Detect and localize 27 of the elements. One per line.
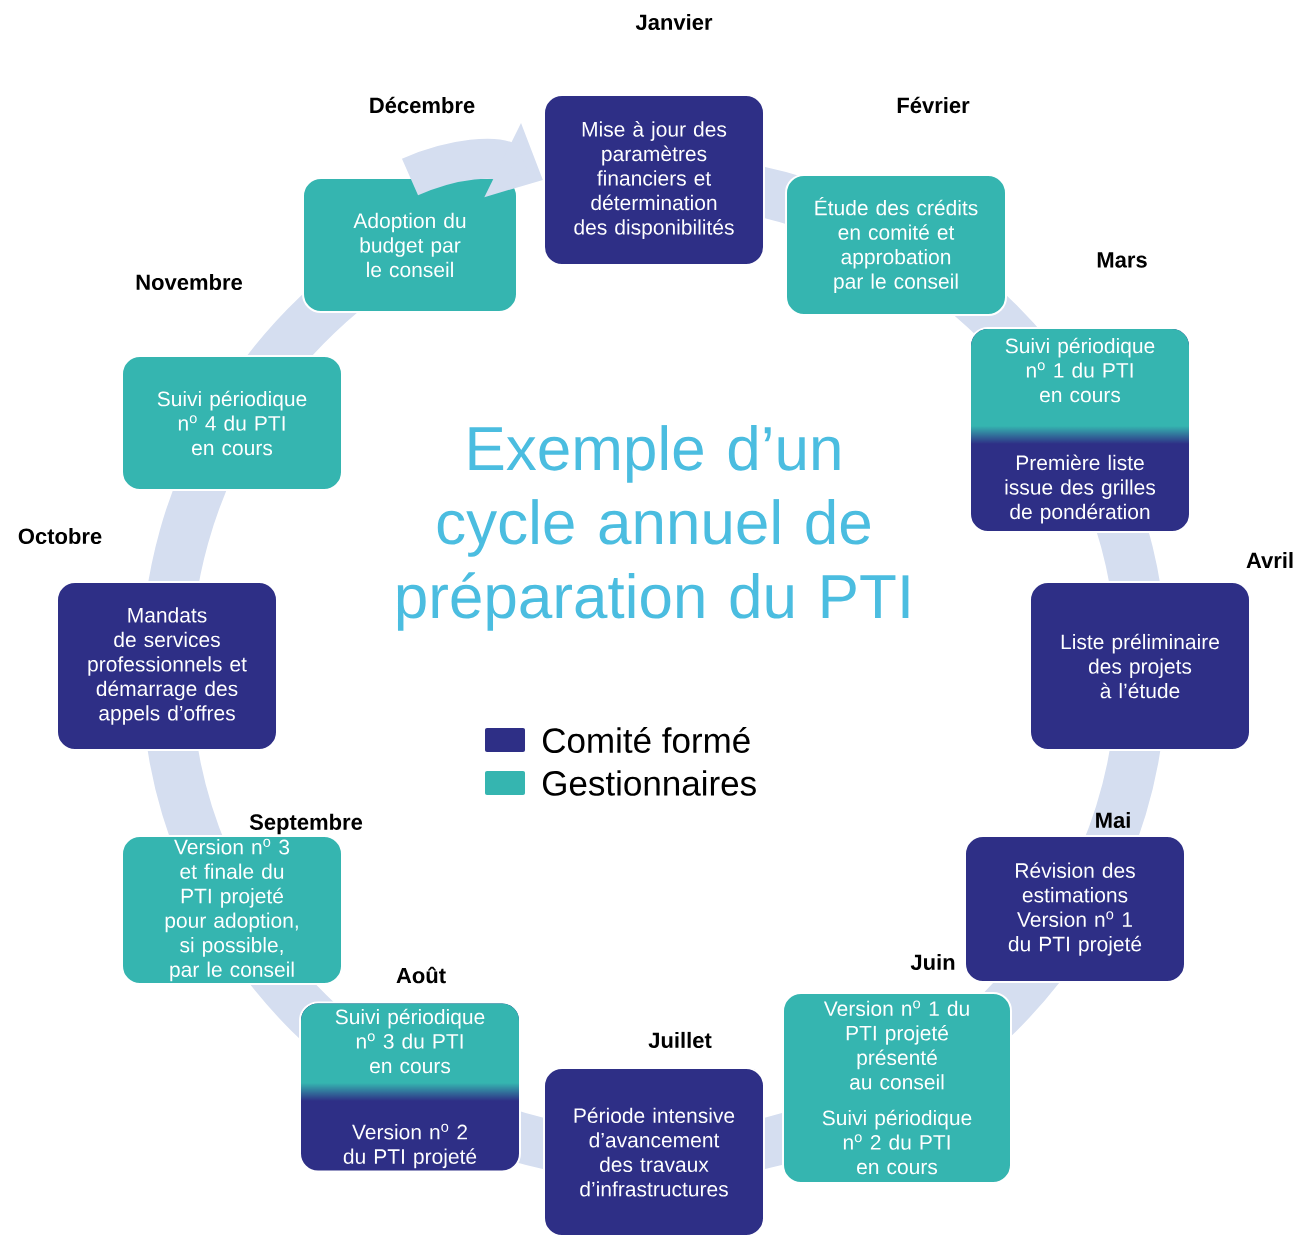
process-box: Adoption du budget par le conseil — [302, 177, 518, 313]
month-label: Décembre — [370, 96, 475, 114]
process-box: Mise à jour des paramètres financiers et détermination des disponibilités — [543, 94, 765, 266]
process-box: Mandats de services professionnels et démarrage des appels d’offres — [56, 581, 278, 751]
month-label: Avril — [1246, 552, 1293, 568]
month-label: Novembre — [136, 273, 243, 291]
legend-label: Comité formé — [543, 726, 750, 754]
process-box: Version n$^{o}$ 1 du PTI projeté présenté au conseil Suivi périodique n$^{o}$ 2 du PTI en cours — [782, 992, 1012, 1184]
process-box: Version n$^{o}$ 3 et finale du PTI projeté pour adoption, si possible, par le conseil — [121, 835, 343, 985]
month-label: Février — [897, 96, 970, 114]
month-label: Octobre — [18, 527, 102, 545]
process-box: Suivi périodique n$^{o}$ 3 du PTI en cours Version n$^{o}$ 2 du PTI projeté — [299, 1001, 521, 1173]
process-box: Suivi périodique n$^{o}$ 4 du PTI en cours — [121, 355, 343, 491]
month-label: Août — [396, 966, 446, 984]
legend-label: Gestionnaires — [542, 770, 756, 796]
month-label: Janvier — [635, 13, 713, 31]
process-box: Liste préliminaire des projets à l’étude — [1029, 581, 1251, 751]
process-box: Révision des estimations Version n$^{o}$ 1 du PTI projeté — [964, 835, 1186, 983]
month-label: Juin — [910, 953, 955, 971]
month-label: Mai — [1096, 811, 1130, 829]
month-label: Mars — [1097, 252, 1147, 268]
process-box: Période intensive d’avancement des travaux d’infrastructures — [543, 1067, 765, 1237]
diagram-title: Exemple d’un cycle annuel de préparation du PTI — [397, 425, 909, 631]
process-box: Suivi périodique n$^{o}$ 1 du PTI en cours Première liste issue des grilles de pondération — [969, 327, 1191, 533]
month-label: Juillet — [648, 1031, 712, 1049]
process-box: Étude des crédits en comité et approbation par le conseil — [785, 174, 1007, 316]
month-label: Septembre — [249, 813, 363, 835]
